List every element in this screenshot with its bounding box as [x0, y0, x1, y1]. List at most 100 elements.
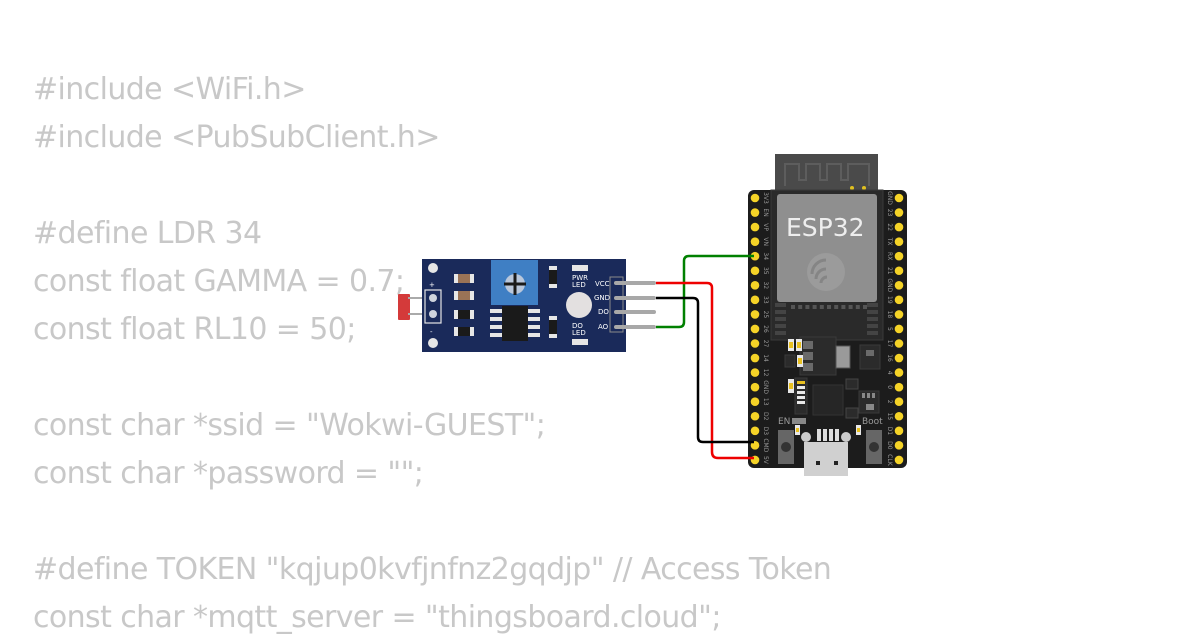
- pin-right-5[interactable]: [894, 324, 904, 334]
- esp32-board[interactable]: ESP32 EN Boot: [748, 154, 907, 476]
- pin-label: 19: [886, 296, 893, 304]
- code-line: const float RL10 = 50;: [33, 312, 356, 347]
- pin-label: VP: [762, 223, 769, 231]
- code-line: const char *ssid = "Wokwi-GUEST";: [33, 408, 546, 443]
- pin-label: 18: [886, 311, 893, 319]
- pin-right-gnd[interactable]: [894, 193, 904, 203]
- pin-label: D1: [886, 427, 893, 436]
- pin-label: D2: [762, 412, 769, 421]
- pin-label: GND: [886, 278, 893, 292]
- pin-label: GND: [762, 380, 769, 394]
- pin-right-4[interactable]: [894, 368, 904, 377]
- pin-label: 22: [886, 223, 893, 231]
- minus-label: -: [430, 328, 433, 336]
- wire-vcc-to-5v[interactable]: [656, 281, 754, 460]
- plus-label: +: [429, 281, 435, 289]
- photoresistor[interactable]: [398, 294, 410, 320]
- pin-right-22[interactable]: [894, 222, 904, 232]
- pin-right-15[interactable]: [894, 411, 904, 421]
- pin-header: [609, 276, 624, 333]
- pin-label: 27: [762, 340, 769, 348]
- wire-ao-to-34[interactable]: [656, 254, 754, 329]
- pin-left-14[interactable]: [750, 353, 760, 363]
- pin-right-16[interactable]: [894, 353, 904, 363]
- pin-left-32[interactable]: [750, 281, 760, 290]
- pin-left-gnd[interactable]: [750, 382, 760, 392]
- pin-left-25[interactable]: [750, 310, 760, 319]
- ldr-terminal-pin: [429, 294, 437, 302]
- pin-label: 26: [762, 325, 769, 333]
- pin-left-26[interactable]: [750, 324, 760, 334]
- pin-left-13[interactable]: [750, 397, 760, 407]
- pin-right-d0[interactable]: [894, 441, 904, 450]
- code-line: const char *password = "";: [33, 456, 424, 491]
- code-line: const float GAMMA = 0.7;: [33, 264, 405, 299]
- pin-right-gnd[interactable]: [894, 281, 904, 290]
- pin-left-vn[interactable]: [750, 237, 760, 246]
- pin-label-ao: AO: [598, 323, 609, 331]
- espressif-logo-icon: [807, 253, 845, 291]
- pin-left-34[interactable]: [750, 251, 760, 261]
- pin-label: RX: [886, 252, 893, 260]
- pin-label: VN: [762, 237, 769, 246]
- pin-right-17[interactable]: [894, 339, 904, 348]
- usb-uart-chip: [812, 384, 844, 416]
- pin-right-21[interactable]: [894, 266, 904, 276]
- pin-right-19[interactable]: [894, 295, 904, 305]
- pin-left-en[interactable]: [750, 208, 760, 217]
- pin-left-d2[interactable]: [750, 411, 760, 421]
- ldr-module[interactable]: + - PWR LED DO LE: [398, 259, 656, 352]
- pin-label: 21: [886, 267, 893, 275]
- pin-right-tx[interactable]: [894, 237, 904, 246]
- code-line: #include <WiFi.h>: [33, 72, 306, 107]
- pin-left-35[interactable]: [750, 266, 760, 276]
- pin-right-0[interactable]: [894, 382, 904, 392]
- pin-label: CMD: [762, 438, 769, 452]
- pin-left-3v3[interactable]: [750, 193, 760, 203]
- pin-label: D3: [762, 427, 769, 436]
- pin-label: 14: [762, 354, 769, 362]
- wire-gnd-to-cmd[interactable]: [656, 296, 754, 444]
- pin-label: 0: [886, 385, 893, 389]
- pin-label: 3V3: [762, 192, 769, 204]
- pin-label: 23: [886, 209, 893, 217]
- header-pins[interactable]: [614, 281, 656, 329]
- pin-label-gnd: GND: [594, 294, 610, 302]
- pin-left-27[interactable]: [750, 339, 760, 348]
- pin-label: 16: [886, 354, 893, 362]
- code-background: #include <WiFi.h>#include <PubSubClient.…: [33, 66, 832, 642]
- smd-resistors: [454, 274, 474, 336]
- pin-label: 35: [762, 267, 769, 275]
- pin-right-2[interactable]: [894, 397, 904, 407]
- pin-label: EN: [762, 208, 769, 216]
- pwr-led-label-2: LED: [572, 281, 586, 289]
- mounting-hole: [428, 263, 438, 273]
- wires: [656, 254, 754, 460]
- pin-label: 12: [762, 369, 769, 377]
- pin-right-18[interactable]: [894, 310, 904, 319]
- pin-right-rx[interactable]: [894, 251, 904, 261]
- pin-label: TX: [886, 237, 893, 246]
- pin-left-vp[interactable]: [750, 222, 760, 232]
- pin-label-vcc: VCC: [595, 280, 610, 288]
- pin-left-33[interactable]: [750, 295, 760, 305]
- pin-label: 5V: [762, 456, 769, 465]
- pin-left-12[interactable]: [750, 368, 760, 377]
- pwr-led: [572, 265, 588, 271]
- pin-left-d3[interactable]: [750, 426, 760, 436]
- ldr-terminal-pin: [429, 310, 437, 318]
- pin-right-clk[interactable]: [894, 455, 904, 465]
- pin-right-23[interactable]: [894, 208, 904, 217]
- pin-label: D0: [886, 441, 893, 450]
- pin-label: CLK: [886, 454, 893, 467]
- pin-label: GND: [886, 191, 893, 205]
- module-pads: [775, 303, 878, 335]
- pin-label: 17: [886, 340, 893, 348]
- pin-right-d1[interactable]: [894, 426, 904, 436]
- chip-label: ESP32: [786, 213, 865, 242]
- comparator-chip: [490, 306, 540, 341]
- code-line: #define LDR 34: [33, 216, 262, 251]
- usb-port[interactable]: [801, 429, 851, 476]
